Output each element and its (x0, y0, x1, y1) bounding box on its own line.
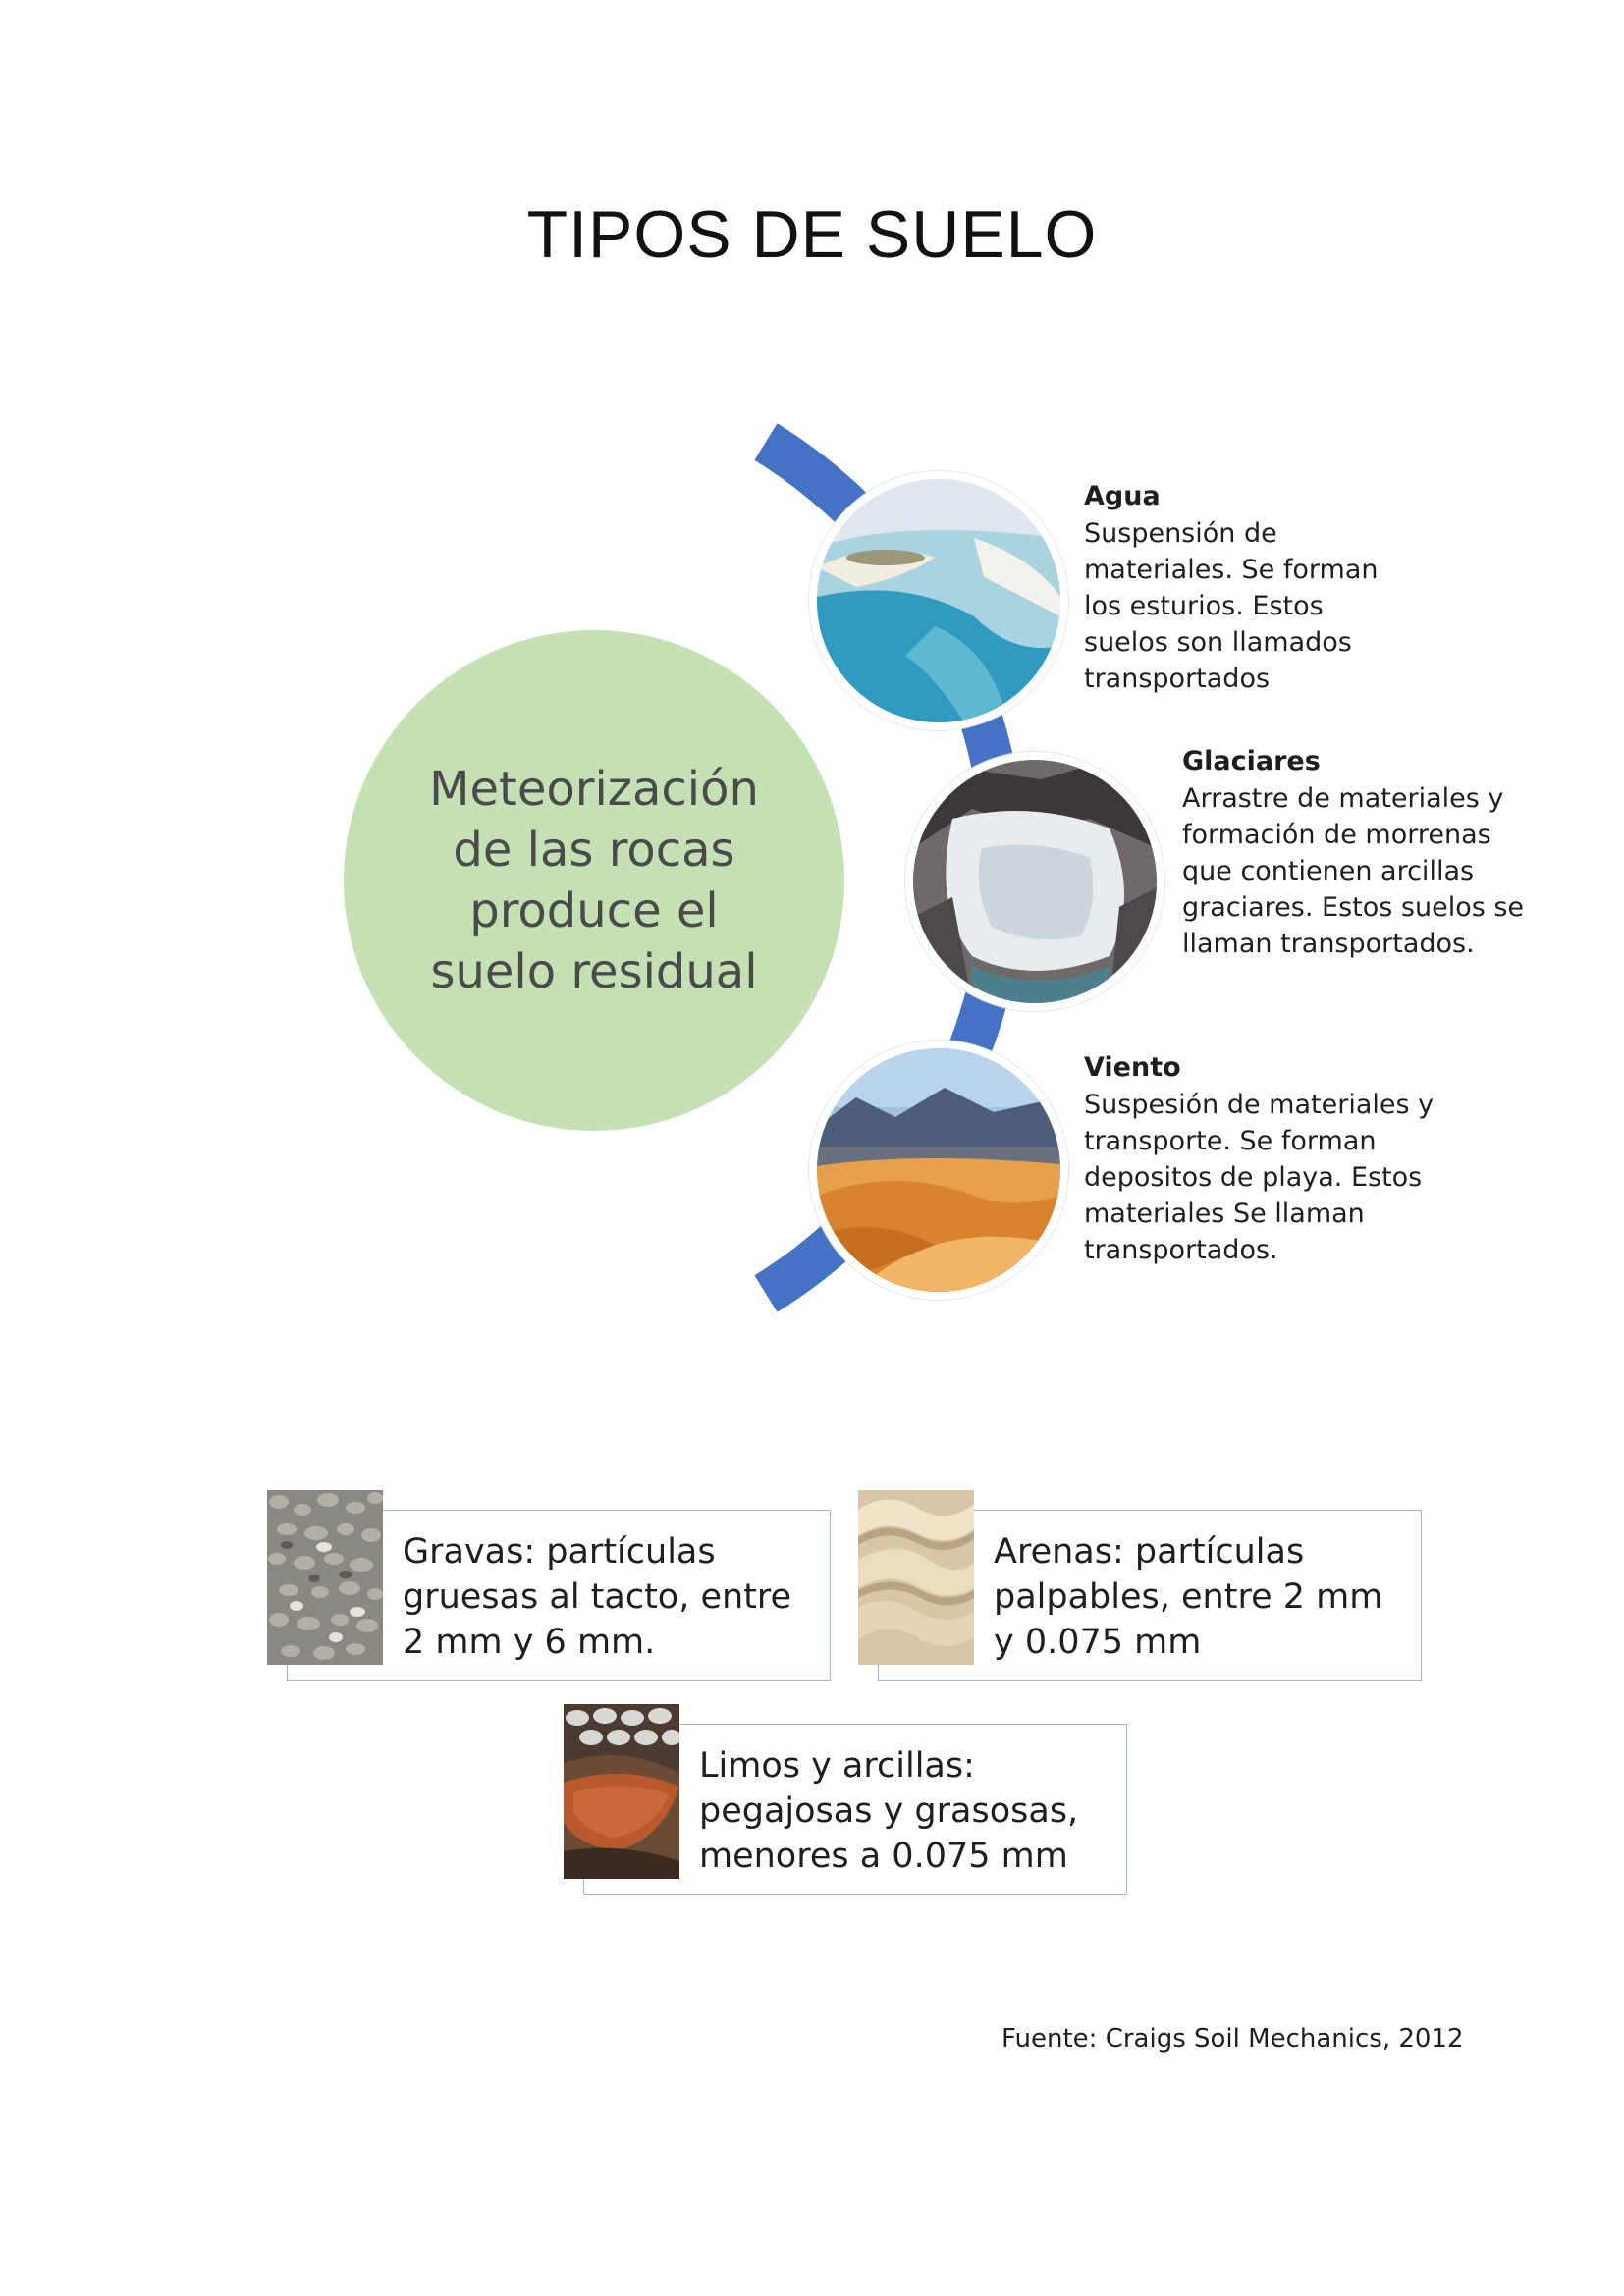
central-circle: Meteorización de las rocas produce el su… (344, 630, 844, 1131)
source-citation: Fuente: Craigs Soil Mechanics, 2012 (1001, 2024, 1464, 2054)
agent-agua: Agua Suspensión de materiales. Se forman… (1084, 481, 1408, 697)
agent-title: Viento (1084, 1052, 1181, 1083)
desert-dunes-photo (809, 1041, 1068, 1300)
water-estuary-photo (809, 471, 1068, 730)
central-circle-text: Meteorización de las rocas produce el su… (429, 762, 759, 999)
soil-card-text: Gravas: partículas gruesas al tacto, ent… (403, 1532, 792, 1662)
gravel-photo (267, 1490, 383, 1665)
agent-title: Glaciares (1182, 746, 1321, 776)
soil-card-text: Arenas: partículas palpables, entre 2 mm… (994, 1532, 1383, 1662)
sand-photo (858, 1490, 974, 1665)
agent-title: Agua (1084, 481, 1161, 511)
clay-powder-photo (564, 1704, 679, 1879)
agent-text: Suspesión de materiales y transporte. Se… (1084, 1090, 1435, 1265)
soil-card-text: Limos y arcillas: pegajosas y grasosas, … (699, 1746, 1079, 1876)
agent-glaciares: Glaciares Arrastre de materiales y forma… (1182, 746, 1536, 962)
agent-viento: Viento Suspesión de materiales y transpo… (1084, 1052, 1437, 1268)
agent-text: Arrastre de materiales y formación de mo… (1182, 783, 1525, 959)
glacier-photo (905, 752, 1164, 1011)
agent-text: Suspensión de materiales. Se forman los … (1084, 518, 1379, 694)
page-title: TIPOS DE SUELO (526, 197, 1098, 272)
